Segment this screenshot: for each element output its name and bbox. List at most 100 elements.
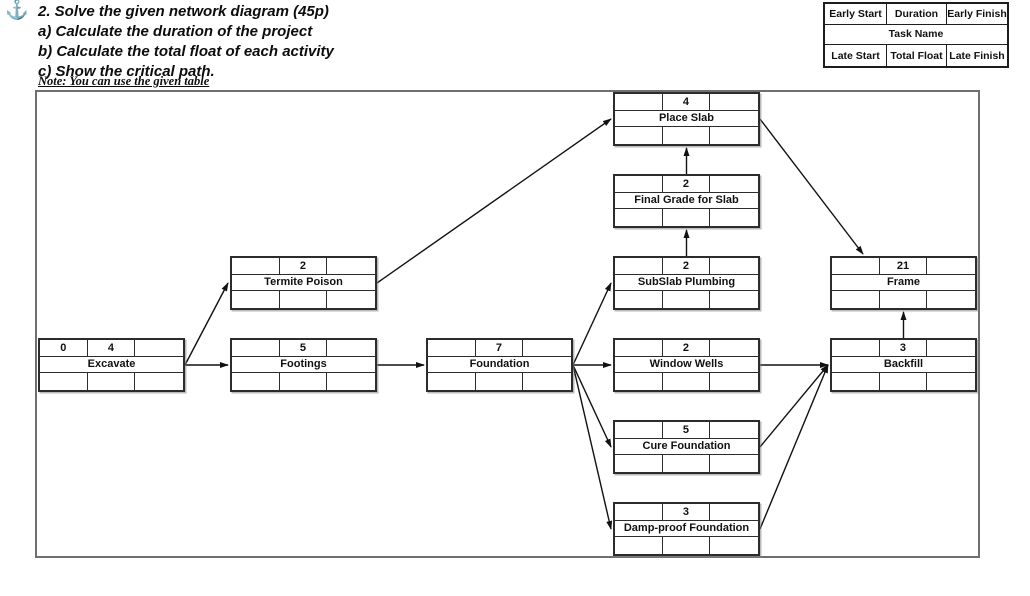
late-finish-cell (710, 291, 758, 308)
task-name: Foundation (428, 357, 571, 374)
early-finish-cell (710, 422, 758, 439)
late-start-cell (615, 537, 663, 554)
duration-cell: 2 (279, 258, 328, 275)
task-node-frame: 21 Frame (830, 256, 977, 310)
question-title: 2. Solve the given network diagram (45p) (38, 3, 329, 20)
task-node-foundation: 7 Foundation (426, 338, 573, 392)
late-finish-cell (710, 455, 758, 472)
task-node-footings: 5 Footings (230, 338, 377, 392)
task-name: Damp-proof Foundation (615, 521, 758, 538)
task-name: SubSlab Plumbing (615, 275, 758, 292)
task-name: Footings (232, 357, 375, 374)
early-start-cell (615, 258, 663, 275)
late-start-cell (232, 373, 280, 390)
total-float-cell (663, 127, 711, 144)
task-name: Termite Poison (232, 275, 375, 292)
duration-cell: 2 (662, 176, 711, 193)
legend-late-finish: Late Finish (949, 49, 1005, 62)
total-float-cell (663, 209, 711, 226)
early-finish-cell (135, 340, 183, 357)
task-name: Final Grade for Slab (615, 193, 758, 210)
duration-cell: 4 (87, 340, 136, 357)
late-start-cell (832, 373, 880, 390)
late-start-cell (615, 209, 663, 226)
task-name: Backfill (832, 357, 975, 374)
anchor-icon: ⚓ (5, 0, 29, 21)
question-item-a: a) Calculate the duration of the project (38, 23, 313, 40)
total-float-cell (663, 455, 711, 472)
early-start-cell (615, 176, 663, 193)
early-finish-cell (710, 340, 758, 357)
early-start-cell (232, 340, 280, 357)
legend-total-float: Total Float (887, 45, 947, 66)
task-node-subslab-plumbing: 2 SubSlab Plumbing (613, 256, 760, 310)
late-finish-cell (710, 127, 758, 144)
late-start-cell (615, 127, 663, 144)
total-float-cell (880, 291, 928, 308)
total-float-cell (476, 373, 524, 390)
task-node-excavate: 0 4 Excavate (38, 338, 185, 392)
task-name: Cure Foundation (615, 439, 758, 456)
late-finish-cell (327, 373, 375, 390)
late-finish-cell (523, 373, 571, 390)
legend-table: Early Start Duration Early Finish Task N… (823, 2, 1009, 68)
early-finish-cell (327, 340, 375, 357)
legend-late-start: Late Start (825, 45, 887, 66)
legend-early-finish: Early Finish (947, 4, 1007, 25)
task-node-cure-foundation: 5 Cure Foundation (613, 420, 760, 474)
total-float-cell (280, 373, 328, 390)
legend-early-start: Early Start (825, 4, 887, 25)
question-item-b: b) Calculate the total float of each act… (38, 43, 334, 60)
task-name: Window Wells (615, 357, 758, 374)
task-node-damp-proof-foundation: 3 Damp-proof Foundation (613, 502, 760, 556)
legend-task-name: Task Name (825, 25, 1007, 46)
duration-cell: 2 (662, 340, 711, 357)
total-float-cell (663, 537, 711, 554)
total-float-cell (88, 373, 136, 390)
task-name: Place Slab (615, 111, 758, 128)
early-finish-cell (927, 258, 975, 275)
duration-cell: 2 (662, 258, 711, 275)
legend-duration: Duration (887, 4, 947, 25)
late-finish-cell (135, 373, 183, 390)
late-start-cell (615, 291, 663, 308)
task-node-place-slab: 4 Place Slab (613, 92, 760, 146)
early-start-cell (832, 258, 880, 275)
duration-cell: 3 (879, 340, 928, 357)
late-start-cell (615, 373, 663, 390)
early-start-cell (615, 340, 663, 357)
early-finish-cell (327, 258, 375, 275)
early-start-cell (615, 422, 663, 439)
total-float-cell (280, 291, 328, 308)
late-finish-cell (927, 373, 975, 390)
task-node-termite-poison: 2 Termite Poison (230, 256, 377, 310)
duration-cell: 4 (662, 94, 711, 111)
early-finish-cell (710, 258, 758, 275)
late-finish-cell (710, 373, 758, 390)
early-finish-cell (710, 176, 758, 193)
late-start-cell (428, 373, 476, 390)
task-name: Frame (832, 275, 975, 292)
question-block: 2. Solve the given network diagram (45p)… (38, 2, 334, 82)
duration-cell: 7 (475, 340, 524, 357)
early-start-cell (615, 94, 663, 111)
early-finish-cell (927, 340, 975, 357)
question-item-c: c) Show the critical path. (38, 63, 215, 80)
late-start-cell (232, 291, 280, 308)
early-start-cell (832, 340, 880, 357)
early-start-cell (615, 504, 663, 521)
duration-cell: 5 (279, 340, 328, 357)
total-float-cell (663, 291, 711, 308)
total-float-cell (880, 373, 928, 390)
task-node-backfill: 3 Backfill (830, 338, 977, 392)
late-start-cell (832, 291, 880, 308)
duration-cell: 5 (662, 422, 711, 439)
late-start-cell (615, 455, 663, 472)
duration-cell: 21 (879, 258, 928, 275)
late-start-cell (40, 373, 88, 390)
task-node-final-grade-for-slab: 2 Final Grade for Slab (613, 174, 760, 228)
duration-cell: 3 (662, 504, 711, 521)
early-start-cell (232, 258, 280, 275)
early-start-cell (428, 340, 476, 357)
